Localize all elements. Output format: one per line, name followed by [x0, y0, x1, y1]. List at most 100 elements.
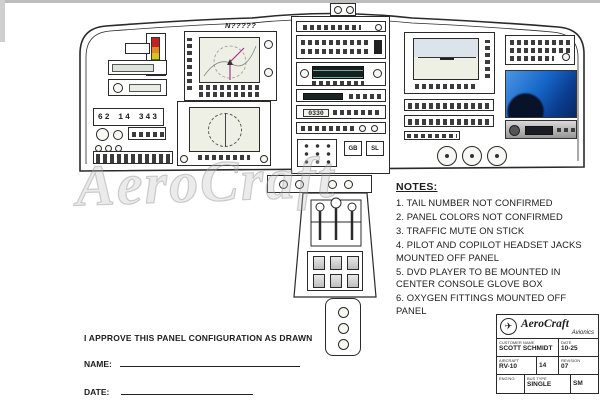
note-item: 6. OXYGEN FITTINGS MOUNTED OFF PANEL [396, 292, 567, 316]
jack [328, 180, 337, 189]
sheet-cell: 14 [537, 357, 559, 374]
annunciator-box [125, 43, 150, 54]
date-signature-line[interactable] [120, 386, 253, 395]
bus-cell: BUS TYPE SINGLE [525, 375, 571, 393]
knob [260, 155, 268, 163]
knob [371, 125, 378, 132]
headset-jack-panel [267, 175, 372, 193]
breaker-box-gb: GB [344, 141, 362, 156]
knob [180, 155, 188, 163]
rocker-switch [313, 256, 325, 270]
title-block: ✈ AeroCraft Avionics CUSTOMER NAME SCOTT… [496, 314, 599, 394]
oxygen-port [338, 339, 349, 350]
rocker-switch-strip [93, 151, 173, 164]
transponder-unit: 0330 [296, 105, 386, 119]
navcom-display [312, 66, 364, 79]
sheet-value: 14 [539, 362, 547, 369]
dvd-head-unit [505, 120, 577, 139]
autopilot-unit [296, 122, 386, 134]
knob [334, 6, 342, 14]
button-row [303, 25, 361, 30]
button-column [187, 38, 192, 90]
course-line [225, 113, 226, 147]
knob [113, 130, 123, 140]
transponder-display: 0330 [303, 109, 329, 117]
button-row [333, 110, 381, 115]
throttle-quadrant [310, 197, 362, 247]
breaker-box-sl: SL [366, 141, 384, 156]
breaker-box-label: GB [348, 145, 358, 152]
eng-initials: SM [573, 380, 583, 387]
note-item: 5. DVD PLAYER TO BE MOUNTED IN CENTER CO… [396, 265, 561, 290]
approval-statement: I APPROVE THIS PANEL CONFIGURATION AS DR… [84, 333, 313, 343]
revision-label: REVISION [561, 358, 581, 363]
radio-display [303, 93, 343, 100]
jack [295, 180, 304, 189]
knob [96, 128, 109, 141]
button-column [485, 40, 490, 78]
button-row [199, 92, 260, 97]
rocker-switch [347, 274, 359, 288]
aircraft-label: AIRCRAFT [499, 358, 519, 363]
oxygen-port [338, 307, 349, 318]
date-cell: DATE 10-25 [559, 339, 598, 356]
gauge-dot [445, 154, 449, 158]
knob [346, 6, 354, 14]
round-gauge [462, 146, 482, 166]
eng-initials-cell: SM [571, 375, 598, 393]
bus-value: SINGLE [527, 381, 552, 388]
left-instrument-b [108, 79, 167, 96]
efis-screen [413, 38, 479, 80]
gps-map-screen [199, 37, 260, 83]
button-row [132, 132, 164, 137]
small-control-box [128, 127, 166, 140]
company-name: AeroCraft [521, 318, 569, 330]
button-row [510, 48, 570, 53]
marker-unit [296, 21, 386, 32]
button-row [510, 56, 554, 61]
button-row [301, 49, 369, 54]
gauge-dot [495, 154, 499, 158]
readout-value: 62 14 343 [97, 112, 160, 122]
knob [264, 40, 273, 49]
instrument-b-display [129, 84, 161, 92]
gauge-dot [470, 154, 474, 158]
note-item: 4. PILOT AND COPILOT HEADSET JACKS MOUNT… [396, 239, 582, 263]
oxygen-port [338, 323, 349, 334]
eng-cell: ENG'NG: [497, 375, 525, 393]
map-graphic [203, 45, 257, 80]
breaker-box-label: SL [371, 145, 379, 152]
right-avionics-unit [505, 35, 575, 65]
hsi-screen [189, 107, 260, 152]
volume-knob [509, 125, 520, 136]
knob [373, 69, 382, 78]
aircraft-row: AIRCRAFT RV-10 14 REVISION 07 [497, 357, 598, 375]
digital-readout: 62 14 343 [93, 108, 164, 126]
audio-panel [296, 35, 386, 59]
instrument-a-display [112, 64, 154, 72]
gps-navcom-unit [296, 62, 386, 86]
note-item: 2. PANEL COLORS NOT CONFIRMED [396, 211, 563, 222]
name-label: NAME: [84, 359, 112, 369]
button-row [415, 84, 475, 89]
revision-cell: REVISION 07 [559, 357, 598, 374]
customer-value: SCOTT SCHMIDT [499, 345, 553, 352]
knob [562, 53, 570, 61]
nav-radio-unit [296, 89, 386, 102]
jack [344, 180, 353, 189]
revision-value: 07 [561, 363, 569, 370]
button-row [557, 128, 575, 132]
company-division: Avionics [571, 330, 594, 336]
title-block-logo-row: ✈ AeroCraft Avionics [497, 315, 598, 339]
rocker-switch [330, 256, 342, 270]
name-signature-line[interactable] [120, 358, 301, 367]
dvd-display [525, 126, 553, 135]
notes-block: NOTES: 1. TAIL NUMBER NOT CONFIRMED 2. P… [396, 181, 592, 319]
button-row [349, 94, 383, 99]
aerocraft-logo: ✈ [500, 318, 517, 335]
aircraft-cell: AIRCRAFT RV-10 [497, 357, 537, 374]
audio-display [374, 40, 382, 54]
knob [264, 68, 273, 77]
scan-edge-top [0, 0, 600, 3]
